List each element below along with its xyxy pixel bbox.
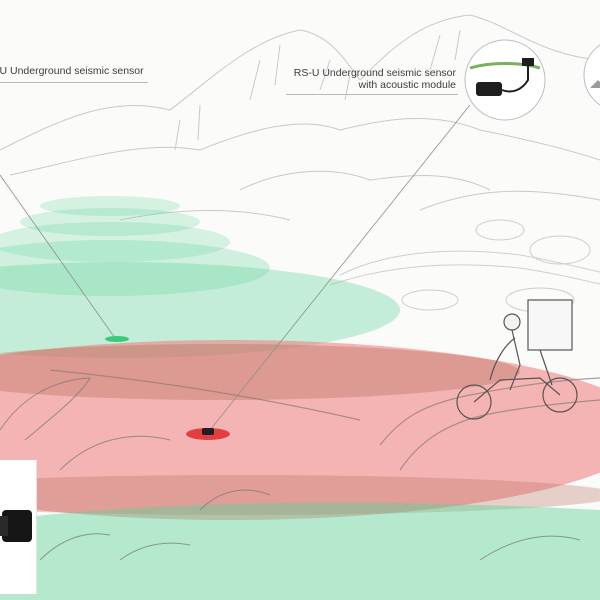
lower-green-zone [0,502,600,600]
sensor-label-right-line1: RS-U Underground seismic sensor [293,67,456,79]
leader-lines [0,104,471,431]
sensor-device-icon [202,428,214,435]
motorcycle-rider-icon [456,299,578,420]
device-photo [0,460,37,594]
green-sensor-marker [105,336,129,342]
red-sensor-marker [186,428,230,440]
sensor-label-right-line2: with acoustic module [358,79,456,91]
sensor-label-right-rule [286,94,458,95]
sensor-label-left-rule [0,82,148,83]
sensor-callout [464,39,546,121]
trail-sketch [49,369,600,471]
sensor-label-right: RS-U Underground seismic sensor with aco… [278,67,456,91]
mountain-sketch [0,14,600,221]
river-sketch [329,250,600,286]
sensor-closeup-icon [476,82,502,96]
sensor-label-left: -U Underground seismic sensor [0,65,144,77]
foliage-sketch [0,377,581,561]
red-detection-zone [0,340,600,520]
secondary-callout [583,44,600,106]
green-detection-zone [0,196,400,358]
